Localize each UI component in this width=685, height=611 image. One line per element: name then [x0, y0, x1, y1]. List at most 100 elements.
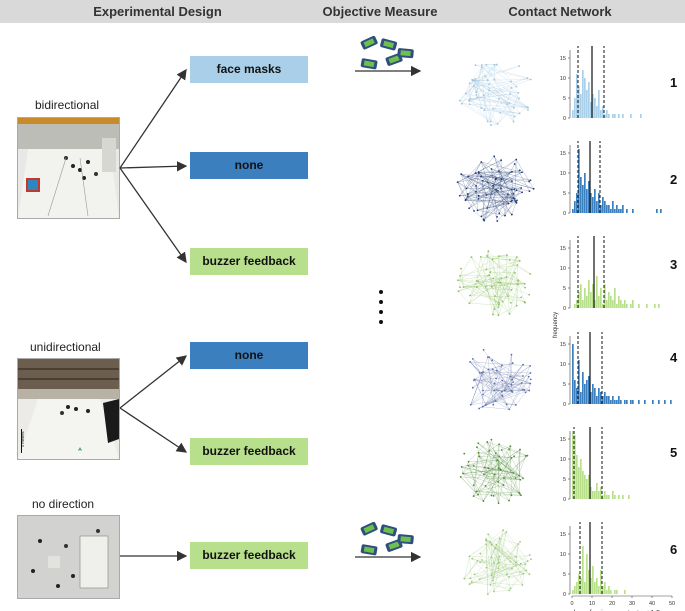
histogram-bar	[604, 201, 606, 213]
histogram-bar	[632, 300, 634, 308]
histogram-bar	[594, 582, 596, 594]
header-objective-measure: Objective Measure	[322, 4, 438, 19]
box-buzzer-no-direction: buzzer feedback	[190, 542, 308, 569]
histogram-bar	[572, 344, 574, 404]
histogram-bar	[596, 578, 598, 594]
histogram-bar	[624, 400, 626, 404]
x-tick-label: 10	[589, 601, 595, 607]
histogram-bar	[658, 400, 660, 404]
histogram-bar	[624, 300, 626, 308]
ellipsis-dots	[377, 290, 385, 330]
histogram-bar	[614, 288, 616, 308]
histogram-bar	[594, 189, 596, 213]
header-experimental-design: Experimental Design	[93, 4, 222, 19]
y-tick-label: 0	[563, 211, 566, 217]
y-tick-label: 10	[560, 266, 566, 272]
histogram-bar	[620, 300, 622, 308]
histogram-bar	[618, 296, 620, 308]
histogram-bar	[588, 570, 590, 594]
histogram-bar	[582, 471, 584, 499]
histogram-bar	[578, 86, 580, 118]
histogram-bar	[626, 304, 628, 308]
histogram-bar	[598, 388, 600, 404]
histogram-bar	[574, 201, 576, 213]
histogram-bar	[618, 114, 620, 118]
histogram-bar	[610, 296, 612, 308]
histogram-bar	[630, 304, 632, 308]
y-tick-label: 10	[560, 457, 566, 463]
histogram-bar	[608, 114, 610, 118]
histogram-bar	[616, 304, 618, 308]
histogram-bar	[572, 209, 574, 213]
histogram-bar	[618, 209, 620, 213]
histogram-bar	[572, 590, 574, 594]
histogram-bar	[622, 495, 624, 499]
histogram-bar	[580, 578, 582, 594]
histogram-bar	[578, 292, 580, 308]
histogram-bar	[600, 110, 602, 118]
histogram-bar	[588, 280, 590, 308]
y-tick-label: 15	[560, 246, 566, 252]
histogram-bar	[580, 94, 582, 118]
arrow-uni-buzzer	[119, 407, 188, 453]
histogram-bar	[612, 491, 614, 499]
histogram-bar	[600, 570, 602, 594]
histogram-bar	[606, 110, 608, 118]
histogram-bar	[592, 384, 594, 404]
y-tick-label: 5	[563, 477, 566, 483]
histogram-bar	[594, 388, 596, 404]
histogram-bar	[576, 193, 578, 213]
histogram-bar	[584, 173, 586, 213]
network-2	[456, 155, 535, 222]
histogram-bar	[572, 110, 574, 118]
histogram-bar	[630, 114, 632, 118]
histogram-bar	[654, 304, 656, 308]
histogram-bar	[606, 590, 608, 594]
histogram-bar	[582, 70, 584, 118]
histogram-bar	[574, 98, 576, 118]
histogram-bar	[608, 586, 610, 594]
histogram-bar	[612, 201, 614, 213]
histogram-bar	[598, 491, 600, 499]
y-tick-label: 0	[563, 497, 566, 503]
histogram-bar	[580, 392, 582, 404]
histogram-bar	[584, 288, 586, 308]
histogram-bar	[598, 586, 600, 594]
histogram-bar	[592, 284, 594, 308]
histogram-bar	[596, 276, 598, 308]
histogram-bar	[614, 209, 616, 213]
x-tick-label: 20	[609, 601, 615, 607]
histogram-bar	[578, 360, 580, 404]
histogram-bar	[600, 205, 602, 213]
network-1	[458, 63, 532, 126]
histogram-bar	[584, 78, 586, 118]
histogram-bar	[582, 372, 584, 404]
row-number-1: 1	[670, 75, 678, 90]
x-tick-label: 30	[629, 601, 635, 607]
box-buzzer-unidirectional: buzzer feedback	[190, 438, 308, 465]
y-tick-label: 15	[560, 532, 566, 538]
histogram-bar	[578, 574, 580, 594]
histogram-bar	[664, 400, 666, 404]
histogram-bar	[590, 392, 592, 404]
histogram-bar	[628, 495, 630, 499]
row-number-4: 4	[670, 350, 678, 365]
x-tick-label: 50	[669, 601, 675, 607]
histogram-bar	[638, 304, 640, 308]
histogram-bar	[584, 582, 586, 594]
histogram-bar	[618, 396, 620, 404]
histogram-bar	[574, 304, 576, 308]
histogram-bar	[622, 114, 624, 118]
histogram-bar	[574, 435, 576, 499]
histogram-bar	[626, 400, 628, 404]
row-number-3: 3	[670, 257, 678, 272]
histogram-bar	[626, 209, 628, 213]
histogram-bar	[656, 209, 658, 213]
box-face-masks: face masks	[190, 56, 308, 83]
histogram-bar	[606, 396, 608, 404]
histogram-bar	[592, 566, 594, 594]
histogram-bar	[576, 455, 578, 499]
